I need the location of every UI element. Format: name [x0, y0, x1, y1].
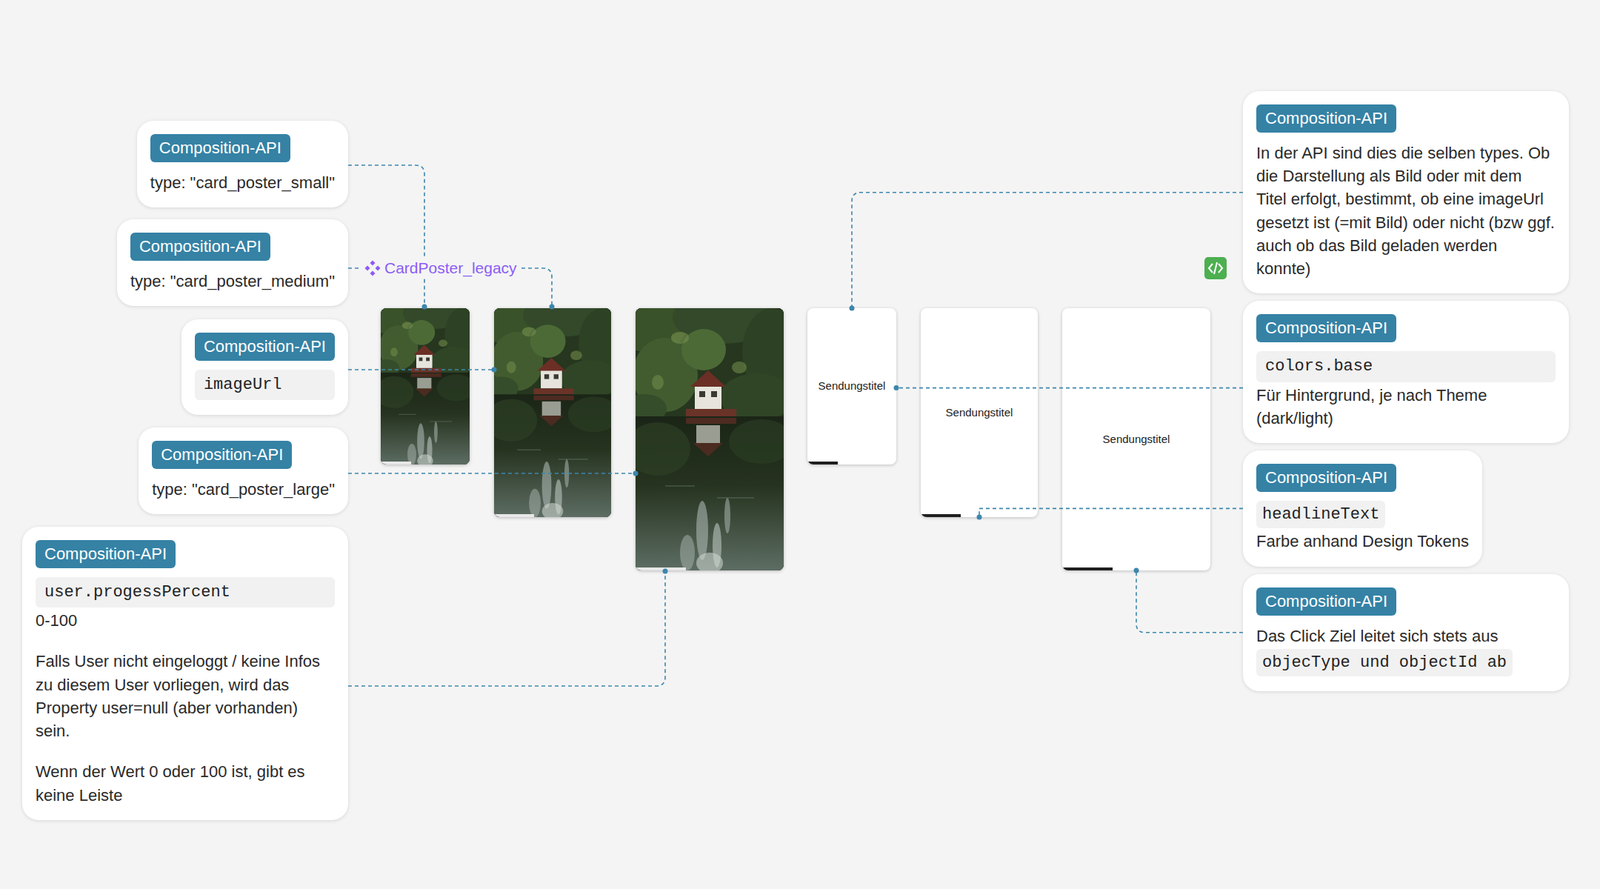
code-field: colors.base	[1256, 351, 1556, 382]
leader-line	[348, 165, 425, 307]
note-paragraph: Wenn der Wert 0 oder 100 ist, gibt es ke…	[35, 760, 335, 806]
api-tag: Composition-API	[1256, 587, 1397, 616]
title-card: Sendungstitel	[807, 308, 897, 465]
api-tag: Composition-API	[1256, 314, 1397, 343]
dashed-connector	[851, 192, 1243, 309]
leader-line	[348, 368, 493, 371]
card-title: Sendungstitel	[818, 378, 886, 394]
api-callout: Composition-API headlineTextFarbe anhand …	[1242, 450, 1483, 566]
component-icon-part	[365, 265, 371, 272]
api-callout: Composition-API colors.baseFür Hintergrun…	[1242, 300, 1569, 443]
code-icon-glyph	[1208, 263, 1213, 273]
api-callout: Composition-API type: "card_poster_small"	[137, 120, 349, 208]
api-callout: Composition-API Das Click Ziel leitet sic…	[1242, 574, 1569, 692]
leader-line	[348, 472, 635, 475]
dashed-connector	[1136, 570, 1243, 633]
api-callout: Composition-API user.progessPercent0-100F…	[22, 526, 349, 820]
api-tag: Composition-API	[35, 540, 176, 569]
lake-picture	[494, 308, 612, 518]
code-field: user.progessPercent	[35, 577, 335, 608]
api-tag: Composition-API	[194, 332, 335, 361]
note-text: Für Hintergrund, je nach Theme (dark/lig…	[1256, 383, 1556, 430]
progress-bar	[635, 567, 686, 571]
progress-bar	[380, 461, 412, 465]
api-tag: Composition-API	[151, 440, 292, 469]
code-icon-ground	[1204, 257, 1227, 280]
component-icon-part	[370, 271, 376, 277]
component-name: CardPoster_legacy	[384, 258, 518, 278]
leader-dot	[491, 367, 498, 373]
code-field: headlineText	[1256, 500, 1386, 529]
leader-dot	[662, 568, 669, 575]
api-callout: Composition-API In der API sind dies die …	[1242, 91, 1569, 294]
lake-picture	[380, 308, 470, 465]
leader-line	[348, 571, 666, 686]
note-text: In der API sind dies die selben types. O…	[1256, 141, 1556, 280]
progress-bar	[807, 461, 838, 465]
note-paragraph: Falls User nicht eingeloggt / keine Info…	[35, 649, 335, 743]
code-field: objecType und objectId ab	[1256, 648, 1513, 677]
code-icon	[1204, 257, 1227, 280]
api-tag: Composition-API	[130, 232, 271, 261]
api-callout: Composition-API type: "card_poster_medium…	[117, 219, 349, 306]
leader-dot	[633, 471, 639, 477]
note-text: type: "card_poster_medium"	[130, 269, 335, 293]
api-tag: Composition-API	[1256, 463, 1397, 492]
title-card: Sendungstitel	[1062, 308, 1211, 571]
title-card: Sendungstitel	[920, 308, 1038, 518]
api-tag: Composition-API	[150, 134, 291, 163]
image-card-small	[380, 308, 470, 465]
component-label: CardPoster_legacy	[361, 258, 520, 278]
note-text: 0-100	[35, 608, 335, 632]
note-text: Das Click Ziel leitet sich stets aus	[1256, 624, 1556, 648]
lake-picture	[635, 308, 784, 571]
card-title: Sendungstitel	[945, 405, 1014, 420]
leader-dot	[549, 304, 555, 310]
component-icon-part	[375, 265, 381, 272]
note-text: type: "card_poster_large"	[151, 477, 335, 501]
api-tag: Composition-API	[1256, 104, 1397, 133]
progress-bar	[1062, 567, 1113, 571]
image-card-large	[635, 308, 784, 571]
code-icon-glyph	[1214, 262, 1218, 275]
api-callout: Composition-API imageUrl	[181, 319, 349, 415]
component-icon	[364, 260, 381, 277]
api-callout: Composition-API type: "card_poster_large"	[138, 427, 349, 515]
card-title: Sendungstitel	[1102, 431, 1171, 447]
note-text: type: "card_poster_small"	[150, 171, 335, 195]
leader-lines	[348, 165, 666, 686]
code-icon-glyph	[1218, 263, 1223, 273]
leader-dots	[422, 304, 669, 575]
leader-dot	[422, 304, 428, 310]
component-icon-part	[370, 260, 376, 266]
code-field: imageUrl	[194, 369, 335, 400]
progress-bar	[920, 514, 961, 518]
progress-bar	[494, 514, 535, 518]
image-card-medium	[494, 308, 612, 518]
note-text: Farbe anhand Design Tokens	[1256, 529, 1469, 553]
